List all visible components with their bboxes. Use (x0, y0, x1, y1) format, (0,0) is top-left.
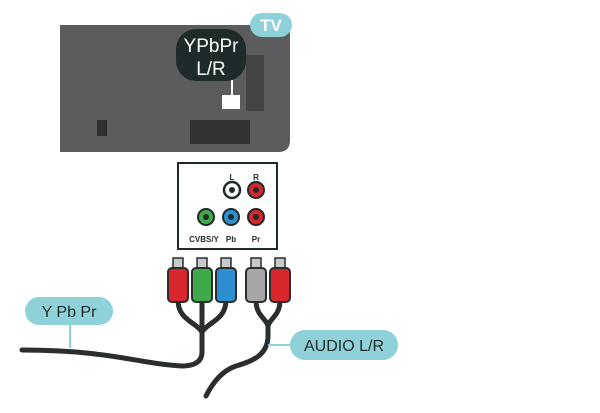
tv-badge-label: TV (260, 16, 282, 35)
cable-audio-main (203, 323, 271, 399)
label-component-bg (25, 297, 113, 325)
tv-back-panel (60, 25, 290, 152)
tv-badge-bg (250, 13, 292, 37)
jack-panel-frame (177, 162, 278, 250)
jack-pr (247, 208, 265, 226)
tv-port-small (222, 95, 240, 109)
cable-green (175, 297, 205, 335)
rca-plug-red-audio (269, 257, 291, 303)
cable-component-main (19, 329, 205, 369)
jack-audio-l (222, 180, 242, 200)
callout-bg (176, 29, 246, 81)
tv-badge: TV (250, 13, 292, 37)
tv-slot-vertical (246, 55, 264, 111)
ypbpr-callout: YPbPr L/R (176, 29, 246, 81)
callout-line-1: YPbPr (184, 36, 240, 57)
jack-label-pr: Pr (252, 235, 260, 244)
tv-port-block (190, 120, 250, 144)
label-audio: AUDIO L/R (268, 330, 398, 360)
cable-white (253, 297, 271, 329)
jack-label-cvbs: CVBS/Y (189, 235, 219, 244)
rca-plug-blue (215, 257, 237, 303)
label-audio-bg (290, 330, 398, 360)
cable-blue (199, 297, 229, 335)
rca-plug-red-video (167, 257, 189, 303)
label-audio-text: AUDIO L/R (304, 338, 384, 355)
jack-label-r: R (253, 173, 259, 182)
jack-label-pb: Pb (226, 235, 236, 244)
callout-line-2: L/R (196, 59, 226, 80)
label-component-text: Y Pb Pr (42, 304, 98, 321)
rca-plugs (167, 257, 291, 303)
input-jack-panel: L R CVBS/Y Pb Pr (177, 162, 278, 250)
cable-red (265, 297, 283, 329)
jack-cvbs-y (197, 208, 215, 226)
jack-pb (222, 208, 240, 226)
label-component: Y Pb Pr (25, 297, 113, 348)
rca-plug-green (191, 257, 213, 303)
jack-label-l: L (230, 173, 235, 182)
jack-audio-r (247, 181, 265, 199)
cables (19, 297, 283, 399)
tv-port-left (97, 120, 107, 136)
rca-plug-white-audio (245, 257, 267, 303)
